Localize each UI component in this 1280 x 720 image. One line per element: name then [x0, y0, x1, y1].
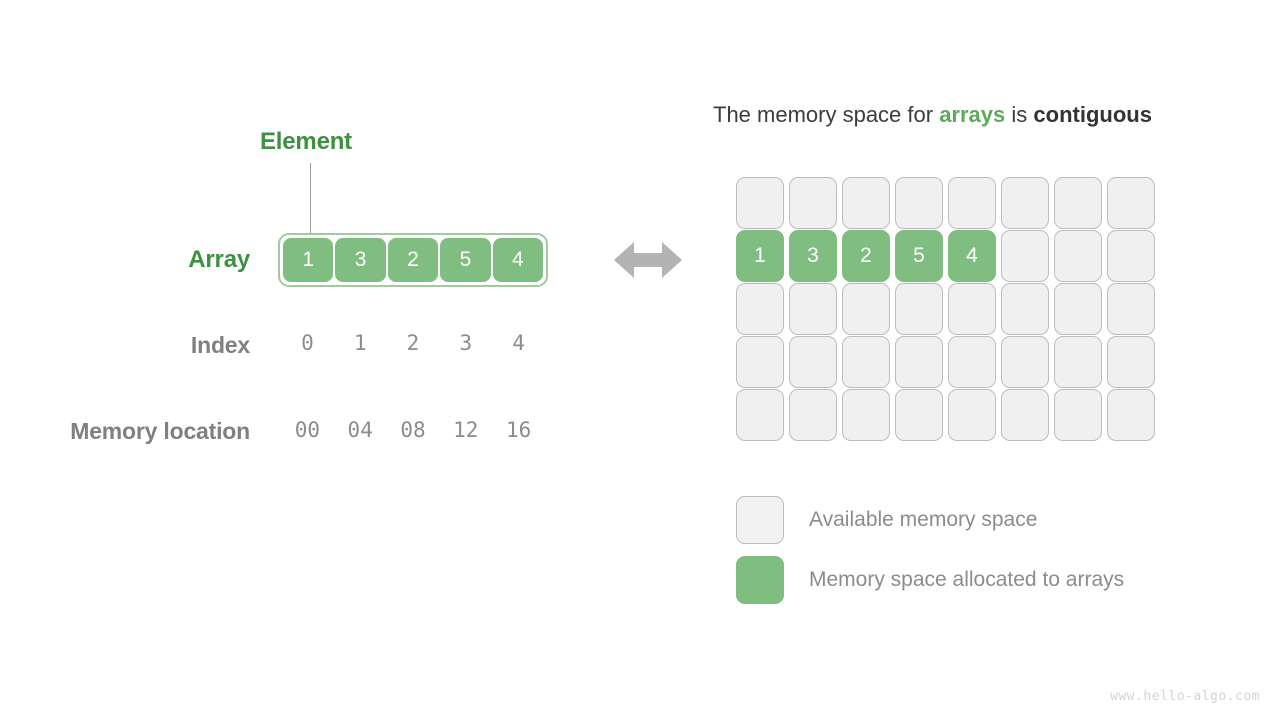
- array-cell: 4: [492, 238, 544, 282]
- memory-heading: The memory space for arrays is contiguou…: [713, 102, 1152, 128]
- memory-location-value: 16: [505, 418, 532, 442]
- index-row-label: Index: [190, 332, 250, 358]
- memory-cell-free: [1054, 389, 1102, 441]
- memory-cell-allocated: 1: [736, 230, 784, 282]
- memory-cell-free: [1054, 283, 1102, 335]
- memory-cell-free: [948, 177, 996, 229]
- memory-grid: 1 3 2 5 4: [736, 177, 1155, 441]
- memory-cell-allocated: 2: [842, 230, 890, 282]
- index-value: 0: [301, 331, 314, 355]
- array-cell: 3: [335, 238, 386, 282]
- memory-cell-free: [736, 336, 784, 388]
- memory-cell-free: [948, 389, 996, 441]
- array-container: 1 3 2 5 4: [278, 233, 548, 287]
- memory-cell-free: [789, 177, 837, 229]
- memory-cell-free: [948, 283, 996, 335]
- memory-cell-free: [1001, 177, 1049, 229]
- watermark: www.hello-algo.com: [1110, 689, 1260, 704]
- heading-part-2: is: [1005, 102, 1034, 127]
- element-callout-label: Element: [260, 128, 352, 155]
- memory-cell-free: [789, 283, 837, 335]
- legend-label: Available memory space: [809, 508, 1038, 531]
- memory-cell-free: [842, 177, 890, 229]
- memory-layout-panel: The memory space for arrays is contiguou…: [700, 0, 1280, 720]
- memory-cell-free: [842, 389, 890, 441]
- memory-cell-free: [895, 177, 943, 229]
- legend-swatch-allocated: [736, 556, 784, 604]
- memory-cell-free: [736, 177, 784, 229]
- memory-cell-free: [895, 283, 943, 335]
- array-cell: 5: [440, 238, 491, 282]
- memory-cell-free: [1107, 230, 1155, 282]
- heading-part-1: The memory space for: [713, 102, 940, 127]
- memory-cell-free: [842, 336, 890, 388]
- memory-cell-free: [789, 389, 837, 441]
- memory-cell-free: [1001, 389, 1049, 441]
- memory-location-value: 08: [400, 418, 426, 442]
- index-value: 1: [353, 331, 367, 355]
- legend: Available memory space Memory space allo…: [736, 490, 1124, 610]
- heading-highlight-arrays: arrays: [939, 102, 1006, 127]
- array-row-label: Array: [188, 246, 250, 273]
- memory-location-values-row: 00 04 08 12 16: [281, 418, 545, 442]
- memory-location-value: 04: [347, 418, 373, 442]
- legend-item-available: Available memory space: [736, 490, 1124, 550]
- memory-cell-free: [1107, 336, 1155, 388]
- memory-cell-free: [895, 389, 943, 441]
- element-callout-connector-line: [310, 163, 311, 235]
- index-value: 2: [406, 331, 420, 355]
- array-cell: 2: [387, 238, 439, 282]
- memory-location-value: 00: [294, 418, 321, 442]
- memory-cell-free: [1001, 336, 1049, 388]
- memory-cell-free: [1107, 389, 1155, 441]
- legend-label: Memory space allocated to arrays: [809, 568, 1125, 591]
- double-headed-arrow-icon: [612, 236, 684, 284]
- memory-cell-free: [1107, 283, 1155, 335]
- memory-cell-allocated: 5: [895, 230, 943, 282]
- memory-cell-free: [1054, 230, 1102, 282]
- memory-cell-free: [1001, 283, 1049, 335]
- array-cell: 1: [283, 238, 334, 282]
- legend-item-allocated: Memory space allocated to arrays: [736, 550, 1124, 610]
- index-value: 3: [459, 331, 473, 355]
- memory-cell-free: [736, 389, 784, 441]
- memory-cell-free: [1001, 230, 1049, 282]
- memory-cell-free: [1054, 177, 1102, 229]
- memory-cell-allocated: 4: [948, 230, 996, 282]
- memory-cell-free: [789, 336, 837, 388]
- memory-cell-free: [1054, 336, 1102, 388]
- memory-location-row-label: Memory location: [70, 418, 250, 444]
- array-structure-panel: Element Array 1 3 2 5 4 Index 0 1 2 3 4 …: [0, 0, 600, 720]
- heading-highlight-contiguous: contiguous: [1033, 102, 1152, 127]
- index-values-row: 0 1 2 3 4: [281, 331, 545, 355]
- legend-swatch-free: [736, 496, 784, 544]
- memory-cell-allocated: 3: [789, 230, 837, 282]
- memory-cell-free: [895, 336, 943, 388]
- memory-cell-free: [1107, 177, 1155, 229]
- index-value: 4: [512, 331, 525, 355]
- memory-cell-free: [736, 283, 784, 335]
- memory-cell-free: [948, 336, 996, 388]
- memory-cell-free: [842, 283, 890, 335]
- memory-location-value: 12: [453, 418, 479, 442]
